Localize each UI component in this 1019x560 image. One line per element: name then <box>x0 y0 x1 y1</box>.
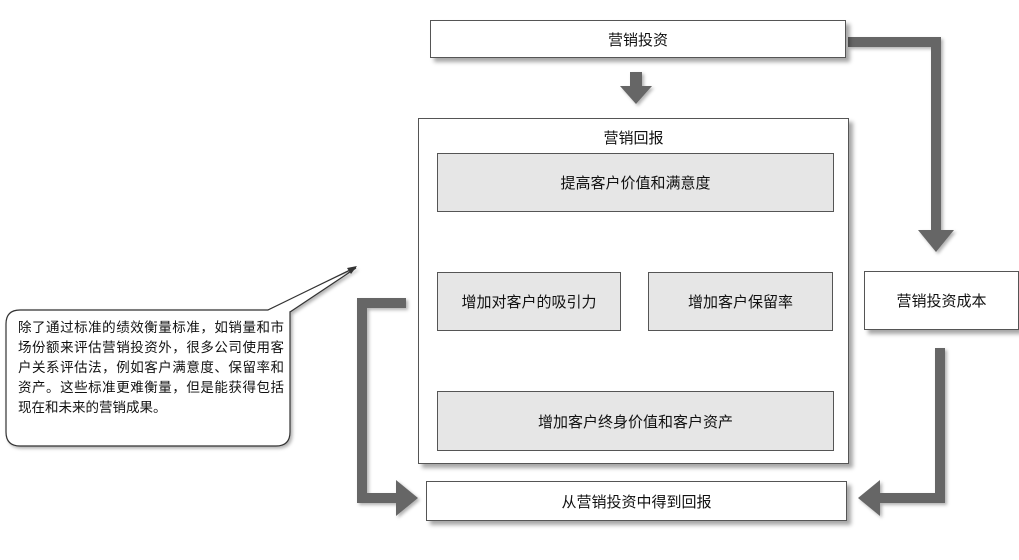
callout-bubble <box>5 267 357 447</box>
arrow-investment-to-cost <box>848 37 954 252</box>
arrow-investment-to-return <box>620 72 652 104</box>
node-increase-attraction: 增加对客户的吸引力 <box>437 272 621 331</box>
node-improve-value-satisfaction: 提高客户价值和满意度 <box>437 153 834 212</box>
node-increase-lifetime-equity-label: 增加客户终身价值和客户资产 <box>537 412 733 431</box>
group-marketing-return-title: 营销回报 <box>603 129 664 147</box>
node-marketing-investment-cost-label: 营销投资成本 <box>896 292 987 310</box>
arrow-return-to-result <box>357 298 418 516</box>
node-marketing-investment-cost: 营销投资成本 <box>864 271 1019 330</box>
node-marketing-investment-label: 营销投资 <box>607 30 668 49</box>
node-return-from-investment-label: 从营销投资中得到回报 <box>561 492 712 511</box>
node-return-from-investment: 从营销投资中得到回报 <box>426 481 847 521</box>
arrow-cost-to-result <box>858 348 945 516</box>
callout-pointer-arrowhead <box>347 266 357 274</box>
node-increase-attraction-label: 增加对客户的吸引力 <box>461 293 597 311</box>
callout-text: 除了通过标准的绩效衡量标准，如销量和市场份额来评估营销投资外，很多公司使用客户关… <box>18 320 284 416</box>
node-increase-retention-label: 增加客户保留率 <box>687 293 793 311</box>
node-increase-retention: 增加客户保留率 <box>648 272 833 331</box>
node-improve-value-satisfaction-label: 提高客户价值和满意度 <box>560 174 711 192</box>
node-marketing-investment: 营销投资 <box>430 20 846 58</box>
node-increase-lifetime-equity: 增加客户终身价值和客户资产 <box>437 391 834 451</box>
